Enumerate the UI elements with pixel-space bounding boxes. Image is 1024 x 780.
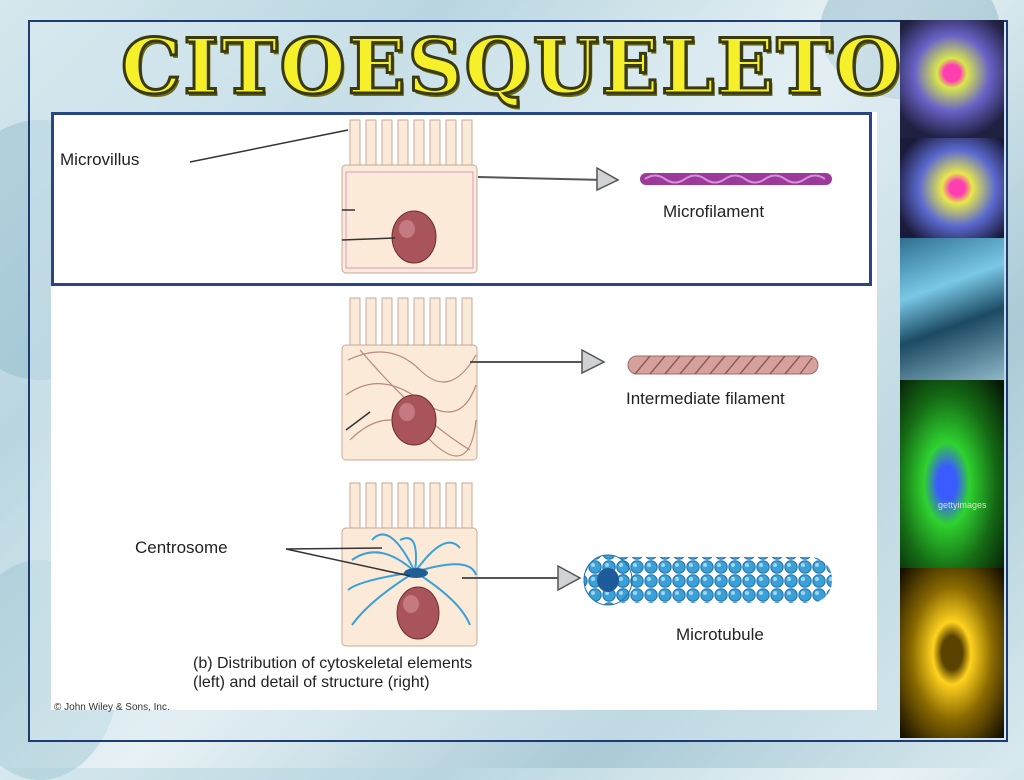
label-intermediate-filament: Intermediate filament bbox=[626, 389, 785, 408]
caption-line-1: (b) Distribution of cytoskeletal element… bbox=[193, 655, 473, 672]
cell-fluorescence-image-1 bbox=[900, 20, 1004, 138]
filament-3d-image bbox=[900, 238, 1004, 380]
watermark-text: gettyimages bbox=[938, 500, 987, 510]
label-microvillus: Microvillus bbox=[60, 150, 140, 169]
label-microfilament: Microfilament bbox=[663, 202, 765, 221]
cell-intermediate-filament bbox=[341, 297, 478, 461]
green-cytoskeleton-image bbox=[900, 380, 1004, 568]
copyright-text: © John Wiley & Sons, Inc. bbox=[54, 702, 170, 713]
label-microtubule: Microtubule bbox=[676, 625, 764, 644]
caption-line-2: (left) and detail of structure (right) bbox=[193, 674, 430, 691]
microfilament-structure bbox=[640, 173, 832, 185]
microfilament-highlight-box bbox=[51, 112, 872, 286]
cell-microtubule bbox=[341, 482, 478, 647]
cell-microfilament bbox=[341, 119, 478, 274]
gold-cytoskeleton-image bbox=[900, 568, 1004, 738]
slide-title: CITOESQUELETO bbox=[119, 21, 904, 113]
microtubule-structure bbox=[583, 554, 832, 606]
label-centrosome: Centrosome bbox=[135, 538, 228, 557]
cell-fluorescence-image-2 bbox=[900, 138, 1004, 238]
